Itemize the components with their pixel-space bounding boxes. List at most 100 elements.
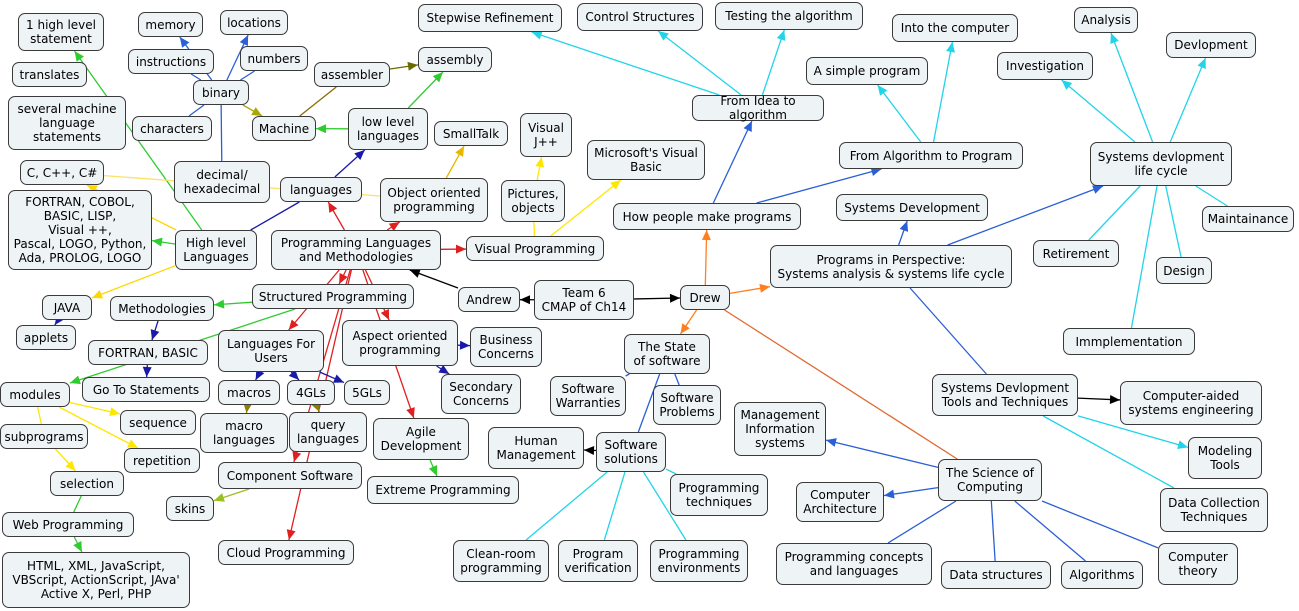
concept-node-selection[interactable]: selection bbox=[50, 471, 124, 496]
concept-node-algprog[interactable]: From Algorithm to Program bbox=[839, 142, 1023, 169]
concept-node-datacoll[interactable]: Data Collection Techniques bbox=[1160, 488, 1268, 532]
arrowhead-agile bbox=[406, 407, 415, 418]
concept-node-state[interactable]: The State of software bbox=[624, 334, 710, 374]
concept-node-mis[interactable]: Management Information systems bbox=[734, 402, 826, 456]
concept-node-binary[interactable]: binary bbox=[193, 80, 249, 105]
concept-node-assembly[interactable]: assembly bbox=[418, 47, 492, 72]
concept-node-aspect[interactable]: Aspect oriented programming bbox=[342, 320, 458, 366]
concept-node-fortran[interactable]: FORTRAN, COBOL, BASIC, LISP, Visual ++, … bbox=[8, 190, 152, 270]
concept-node-java[interactable]: JAVA bbox=[42, 295, 92, 320]
concept-node-query[interactable]: query languages bbox=[289, 412, 367, 452]
concept-node-sequence[interactable]: sequence bbox=[120, 410, 196, 435]
concept-node-modules[interactable]: modules bbox=[0, 382, 70, 407]
concept-node-1high[interactable]: 1 high level statement bbox=[18, 13, 104, 51]
concept-node-warranties[interactable]: Software Warranties bbox=[550, 376, 626, 416]
concept-node-algorithms[interactable]: Algorithms bbox=[1061, 561, 1143, 589]
arrowhead-machine bbox=[316, 124, 327, 134]
concept-node-several[interactable]: several machine language statements bbox=[8, 96, 126, 150]
concept-node-vp[interactable]: Visual Programming bbox=[466, 236, 604, 261]
concept-node-assembler[interactable]: assembler bbox=[314, 62, 390, 87]
concept-node-progtech[interactable]: Programming techniques bbox=[670, 474, 768, 516]
concept-node-locations[interactable]: locations bbox=[220, 10, 288, 35]
concept-node-team6[interactable]: Team 6 CMAP of Ch14 bbox=[534, 280, 634, 320]
concept-node-progconcepts[interactable]: Programming concepts and languages bbox=[776, 543, 932, 585]
concept-node-investigation[interactable]: Investigation bbox=[997, 52, 1093, 80]
concept-node-characters[interactable]: characters bbox=[132, 116, 212, 141]
concept-node-macrolang[interactable]: macro languages bbox=[200, 413, 288, 453]
concept-node-implementation[interactable]: Immplementation bbox=[1063, 328, 1195, 355]
arrowhead-idea bbox=[743, 121, 752, 132]
concept-node-memory[interactable]: memory bbox=[138, 12, 203, 37]
concept-node-cloud[interactable]: Cloud Programming bbox=[218, 540, 354, 565]
concept-node-science[interactable]: The Science of Computing bbox=[938, 459, 1042, 501]
concept-node-4gls[interactable]: 4GLs bbox=[287, 380, 335, 405]
concept-node-subprograms[interactable]: subprograms bbox=[0, 424, 88, 449]
concept-node-decimal[interactable]: decimal/ hexadecimal bbox=[174, 161, 270, 203]
concept-node-business[interactable]: Business Concerns bbox=[470, 327, 542, 367]
concept-node-html[interactable]: HTML, XML, JavaScript, VBScript, ActionS… bbox=[2, 552, 190, 608]
connector-algprog-to-simple bbox=[877, 84, 922, 143]
connector-sdlc-to-maintain bbox=[1195, 185, 1228, 207]
concept-node-goto[interactable]: Go To Statements bbox=[82, 377, 210, 402]
concept-node-repetition[interactable]: repetition bbox=[124, 448, 200, 473]
concept-node-5gls[interactable]: 5GLs bbox=[344, 380, 390, 405]
arrowhead-howpeople bbox=[701, 230, 711, 241]
concept-node-retirement[interactable]: Retirement bbox=[1033, 240, 1119, 267]
concept-node-agile[interactable]: Agile Development bbox=[373, 418, 469, 460]
concept-node-plm[interactable]: Programming Languages and Methodologies bbox=[271, 230, 441, 270]
concept-node-stepwise[interactable]: Stepwise Refinement bbox=[418, 4, 562, 32]
concept-node-component[interactable]: Component Software bbox=[218, 462, 362, 489]
connector-pip-to-sdtt bbox=[909, 287, 987, 375]
concept-node-smalltalk[interactable]: SmallTalk bbox=[434, 121, 508, 146]
concept-node-analysis[interactable]: Analysis bbox=[1074, 7, 1138, 33]
concept-node-intocomp[interactable]: Into the computer bbox=[892, 14, 1018, 42]
concept-node-idea[interactable]: From Idea to algorithm bbox=[692, 94, 824, 122]
concept-node-skins[interactable]: skins bbox=[166, 496, 214, 521]
concept-node-comparch[interactable]: Computer Architecture bbox=[796, 482, 884, 522]
concept-node-problems[interactable]: Software Problems bbox=[653, 385, 721, 425]
concept-node-comptheory[interactable]: Computer theory bbox=[1158, 543, 1238, 585]
concept-node-secondary[interactable]: Secondary Concerns bbox=[441, 374, 521, 414]
concept-node-structured[interactable]: Structured Programming bbox=[252, 284, 414, 309]
concept-node-pictures[interactable]: Pictures, objects bbox=[501, 180, 565, 222]
concept-node-devlopment[interactable]: Devlopment bbox=[1166, 32, 1256, 58]
concept-node-pip[interactable]: Programs in Perspective: Systems analysi… bbox=[770, 245, 1012, 288]
concept-node-cleanroom[interactable]: Clean-room programming bbox=[453, 540, 549, 582]
concept-node-oop[interactable]: Object oriented programming bbox=[380, 178, 488, 222]
concept-node-datastruct[interactable]: Data structures bbox=[941, 561, 1051, 589]
concept-node-sysdev[interactable]: Systems Development bbox=[836, 194, 988, 221]
concept-node-highlevel[interactable]: High level Languages bbox=[175, 230, 257, 270]
concept-node-testing[interactable]: Testing the algorithm bbox=[715, 2, 863, 30]
concept-node-control[interactable]: Control Structures bbox=[577, 3, 703, 31]
concept-node-web[interactable]: Web Programming bbox=[2, 512, 134, 537]
concept-node-applets[interactable]: applets bbox=[16, 325, 76, 350]
concept-node-instructions[interactable]: instructions bbox=[128, 49, 214, 74]
concept-node-numbers[interactable]: numbers bbox=[240, 46, 308, 71]
concept-node-progver[interactable]: Program verification bbox=[558, 540, 638, 582]
concept-node-maintain[interactable]: Maintainance bbox=[1202, 206, 1294, 232]
concept-node-methodologies[interactable]: Methodologies bbox=[110, 296, 214, 321]
concept-node-xp[interactable]: Extreme Programming bbox=[367, 476, 519, 504]
concept-node-simple[interactable]: A simple program bbox=[806, 57, 928, 85]
concept-node-human[interactable]: Human Management bbox=[488, 427, 584, 469]
concept-node-andrew[interactable]: Andrew bbox=[458, 287, 520, 312]
concept-node-translates[interactable]: translates bbox=[12, 62, 87, 87]
concept-node-ccpp[interactable]: C, C++, C# bbox=[20, 160, 104, 185]
concept-node-lang[interactable]: languages bbox=[280, 177, 362, 202]
concept-node-macros[interactable]: macros bbox=[218, 380, 280, 405]
concept-node-solutions[interactable]: Software solutions bbox=[596, 432, 666, 472]
concept-node-case[interactable]: Computer-aided systems engineering bbox=[1120, 381, 1262, 425]
concept-node-howpeople[interactable]: How people make programs bbox=[613, 203, 801, 230]
concept-node-msvb[interactable]: Microsoft's Visual Basic bbox=[587, 140, 705, 180]
concept-node-sdtt[interactable]: Systems Devlopment Tools and Techniques bbox=[932, 374, 1078, 416]
concept-node-drew[interactable]: Drew bbox=[680, 285, 730, 310]
concept-node-design[interactable]: Design bbox=[1156, 257, 1212, 284]
concept-node-visualj[interactable]: Visual J++ bbox=[520, 113, 572, 157]
concept-node-lowlevel[interactable]: low level languages bbox=[348, 108, 428, 150]
concept-node-progenv[interactable]: Programming environments bbox=[650, 540, 748, 582]
concept-node-fortranbasic[interactable]: FORTRAN, BASIC bbox=[88, 340, 208, 365]
concept-node-sdlc[interactable]: Systems devlopment life cycle bbox=[1090, 142, 1232, 186]
concept-node-modeling[interactable]: Modeling Tools bbox=[1188, 437, 1262, 479]
concept-node-machine[interactable]: Machine bbox=[252, 116, 316, 141]
concept-node-lfu[interactable]: Languages For Users bbox=[218, 330, 324, 372]
